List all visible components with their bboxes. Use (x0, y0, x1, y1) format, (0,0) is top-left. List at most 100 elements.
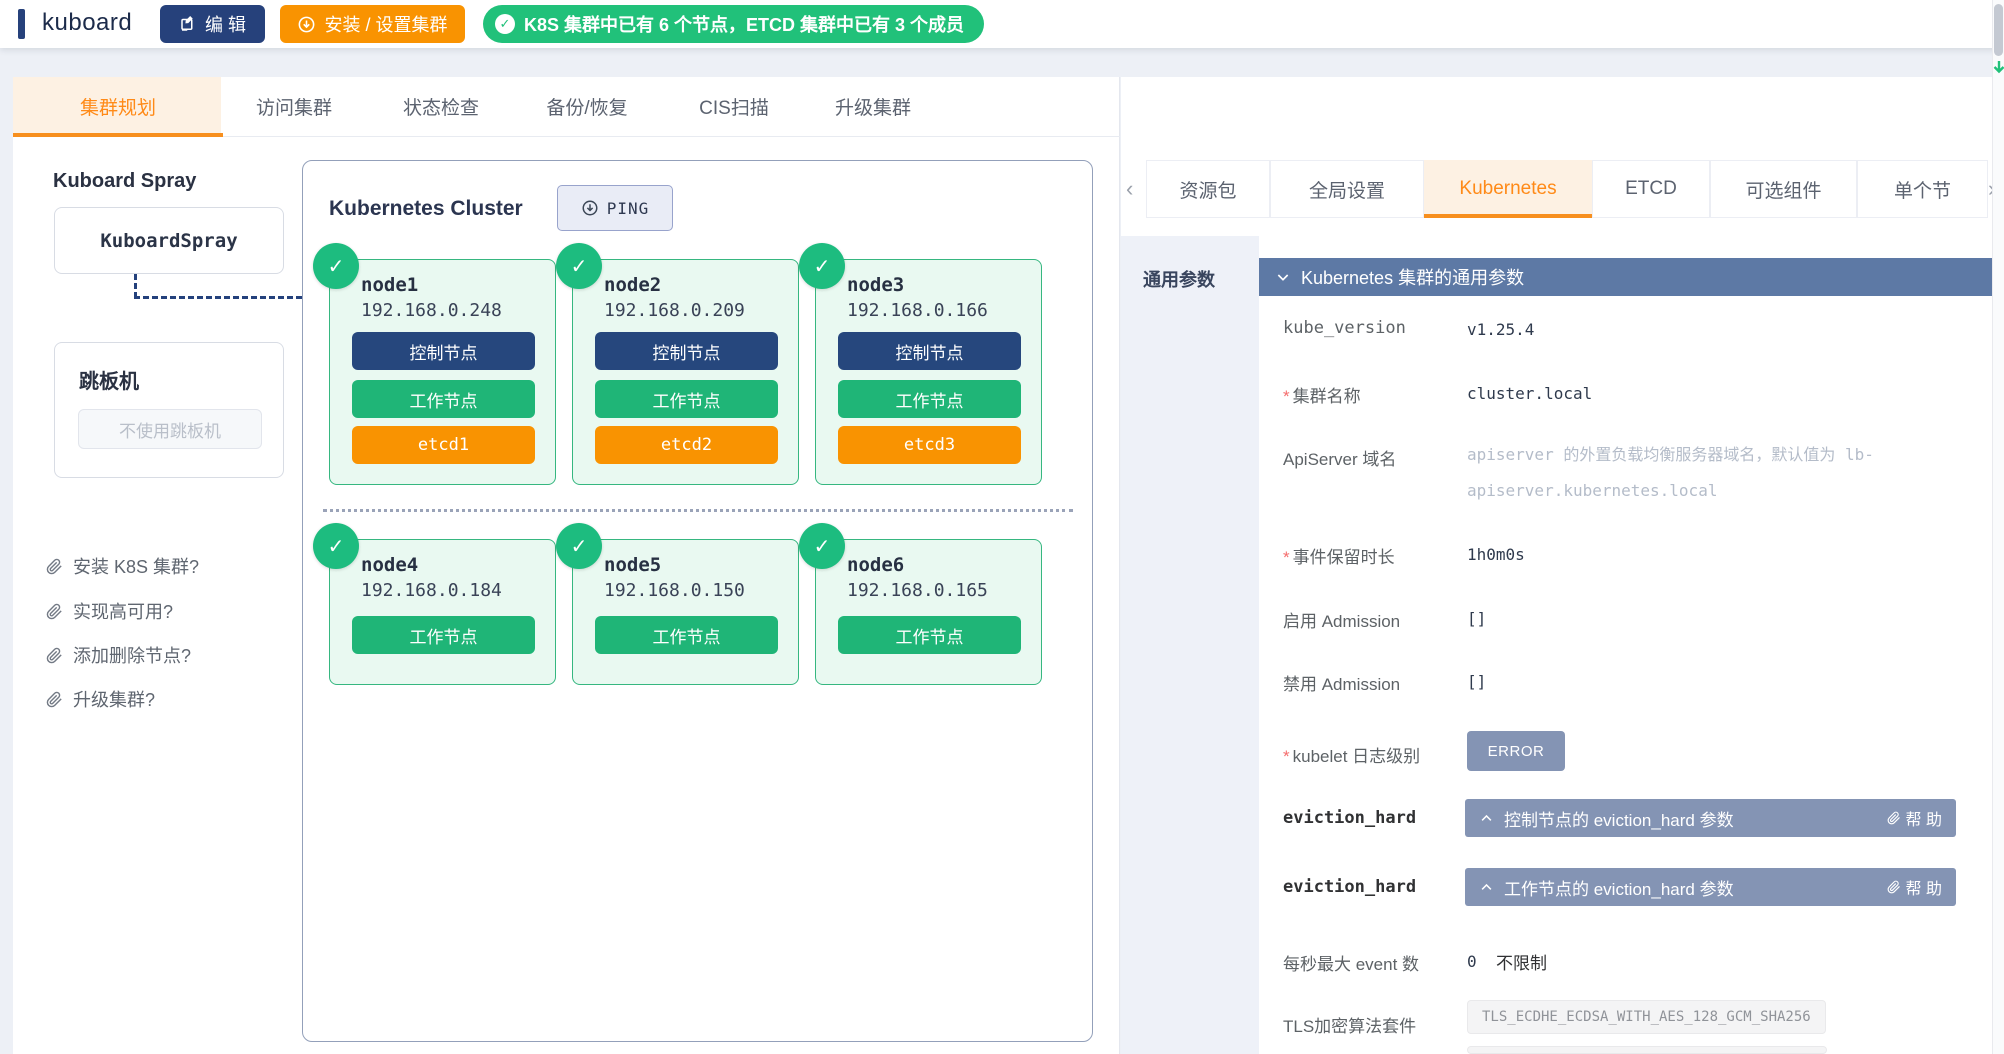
link-install-k8s[interactable]: 安装 K8S 集群? (46, 551, 199, 581)
link-add-remove-node[interactable]: 添加删除节点? (46, 640, 191, 670)
node-card-node4[interactable]: ✓ node4 192.168.0.184 工作节点 (313, 523, 556, 685)
tab-label: 访问集群 (255, 98, 332, 119)
node-card-node6[interactable]: ✓ node6 192.168.0.165 工作节点 (799, 523, 1042, 685)
cluster-status-badge: ✓ K8S 集群中已有 6 个节点，ETCD 集群中已有 3 个成员 (483, 5, 985, 43)
tab-etcd[interactable]: ETCD (1592, 160, 1710, 218)
field-label-cluster-name: *集群名称 (1283, 382, 1361, 407)
kubelet-log-level-button[interactable]: ERROR (1467, 731, 1565, 771)
tabs-scroll-left-icon[interactable]: ‹ (1126, 176, 1134, 201)
role-control-plane[interactable]: 控制节点 (595, 332, 778, 370)
field-label-enable-admission: 启用 Admission (1283, 612, 1401, 631)
tab-backup-restore[interactable]: 备份/恢复 (514, 77, 660, 136)
edit-button[interactable]: 编 辑 (160, 5, 265, 43)
tab-kubernetes[interactable]: Kubernetes (1424, 160, 1592, 218)
tab-global-settings[interactable]: 全局设置 (1270, 160, 1424, 218)
link-label: 添加删除节点? (73, 646, 192, 666)
node-card-node3[interactable]: ✓ node3 192.168.0.166 控制节点 工作节点 etcd3 (799, 243, 1042, 485)
required-marker: * (1283, 387, 1290, 406)
label-text: kubelet 日志级别 (1292, 747, 1421, 766)
ping-button[interactable]: PING (557, 185, 673, 231)
page-scrollbar[interactable] (1992, 0, 2004, 1054)
field-value-disable-admission[interactable]: [] (1467, 672, 1487, 691)
tab-cis-scan[interactable]: CIS扫描 (661, 77, 807, 136)
tab-health-check[interactable]: 状态检查 (368, 77, 514, 136)
role-worker[interactable]: 工作节点 (352, 616, 535, 654)
tabs-scroll-right-icon[interactable]: › (1988, 172, 1995, 206)
node-name: node3 (847, 274, 905, 296)
field-value-max-events[interactable]: 0 (1467, 952, 1477, 971)
role-etcd[interactable]: etcd2 (595, 426, 778, 464)
scrollbar-thumb[interactable] (1994, 4, 2003, 56)
node-card-node1[interactable]: ✓ node1 192.168.0.248 控制节点 工作节点 etcd1 (313, 243, 556, 485)
link-label: 升级集群? (73, 690, 156, 710)
apiserver-domain-input[interactable]: apiserver 的外置负载均衡服务器域名，默认值为 lb-apiserver… (1467, 445, 1874, 500)
field-label-kubelet-log-level: *kubelet 日志级别 (1283, 742, 1420, 767)
field-label-disable-admission: 禁用 Admission (1283, 675, 1401, 694)
role-etcd[interactable]: etcd3 (838, 426, 1021, 464)
node-ok-check-icon: ✓ (556, 523, 602, 569)
logo-accent-bar (18, 9, 25, 39)
help-link[interactable]: 帮 助 (1887, 806, 1942, 830)
field-label-tls-cipher: TLS加密算法套件 (1283, 1017, 1417, 1036)
label-text: 事件保留时长 (1292, 548, 1395, 567)
node-card-node5[interactable]: ✓ node5 192.168.0.150 工作节点 (556, 523, 799, 685)
field-value-event-ttl[interactable]: 1h0m0s (1467, 545, 1525, 564)
tabbar-divider (13, 136, 1120, 137)
tab-resource-package[interactable]: 资源包 (1146, 160, 1270, 218)
node-ip: 192.168.0.165 (847, 580, 988, 601)
node-ip: 192.168.0.150 (604, 580, 745, 601)
paperclip-icon (46, 691, 62, 707)
help-link[interactable]: 帮 助 (1887, 875, 1942, 899)
role-worker[interactable]: 工作节点 (595, 380, 778, 418)
group-header-common-params[interactable]: Kubernetes 集群的通用参数 (1259, 258, 1997, 296)
group-header-label: Kubernetes 集群的通用参数 (1301, 268, 1525, 288)
link-high-availability[interactable]: 实现高可用? (46, 596, 173, 626)
node-ip: 192.168.0.184 (361, 580, 502, 601)
node-ok-check-icon: ✓ (799, 523, 845, 569)
tab-label: Kubernetes (1459, 178, 1557, 199)
role-worker[interactable]: 工作节点 (352, 380, 535, 418)
role-worker[interactable]: 工作节点 (595, 616, 778, 654)
node-name: node5 (604, 554, 662, 576)
field-value-enable-admission[interactable]: [] (1467, 609, 1487, 628)
tab-single-node[interactable]: 单个节 (1857, 160, 1988, 218)
role-worker[interactable]: 工作节点 (838, 380, 1021, 418)
field-label-kube-version: kube_version (1283, 318, 1406, 338)
node-ok-check-icon: ✓ (556, 243, 602, 289)
node-ip: 192.168.0.248 (361, 300, 502, 321)
tab-access-cluster[interactable]: 访问集群 (221, 77, 367, 136)
tls-cipher-tag[interactable]: TLS_ECDHE_ECDSA_WITH_AES_128_GCM_SHA256 (1467, 1000, 1826, 1034)
node-card-node2[interactable]: ✓ node2 192.168.0.209 控制节点 工作节点 etcd2 (556, 243, 799, 485)
active-tab-underline (1424, 214, 1592, 218)
role-control-plane[interactable]: 控制节点 (352, 332, 535, 370)
role-etcd[interactable]: etcd1 (352, 426, 535, 464)
edit-button-label: 编 辑 (204, 15, 246, 35)
eviction-hard-worker-header[interactable]: 工作节点的 eviction_hard 参数 帮 助 (1465, 868, 1956, 906)
cluster-title: Kubernetes Cluster (329, 197, 523, 220)
help-label: 帮 助 (1905, 881, 1942, 898)
label-text: 集群名称 (1292, 387, 1361, 406)
field-value-cluster-name[interactable]: cluster.local (1467, 384, 1593, 403)
paperclip-icon (46, 647, 62, 663)
eviction-hard-control-header[interactable]: 控制节点的 eviction_hard 参数 帮 助 (1465, 799, 1956, 837)
jumpbox-disabled-button[interactable]: 不使用跳板机 (78, 409, 262, 449)
role-control-plane[interactable]: 控制节点 (838, 332, 1021, 370)
scroll-down-indicator-icon[interactable] (1993, 60, 2004, 74)
tab-label: 升级集群 (834, 98, 911, 119)
tls-cipher-tag-partial[interactable] (1467, 1046, 1827, 1054)
tab-upgrade-cluster[interactable]: 升级集群 (800, 77, 946, 136)
ping-icon (582, 200, 598, 216)
kuboardspray-node[interactable]: KuboardSpray (54, 207, 284, 274)
link-upgrade-cluster[interactable]: 升级集群? (46, 684, 155, 714)
node-rows-divider (323, 509, 1073, 512)
tab-label: 状态检查 (402, 98, 479, 119)
tab-cluster-plan[interactable]: 集群规划 (13, 77, 223, 136)
check-circle-icon: ✓ (495, 14, 515, 34)
active-tab-underline (13, 133, 223, 137)
tab-label: 单个节 (1893, 180, 1951, 202)
role-worker[interactable]: 工作节点 (838, 616, 1021, 654)
install-cluster-button[interactable]: 安装 / 设置集群 (280, 5, 465, 43)
tab-optional-components[interactable]: 可选组件 (1710, 160, 1857, 218)
sidebar-title: Kuboard Spray (53, 170, 197, 192)
help-label: 帮 助 (1905, 812, 1942, 829)
